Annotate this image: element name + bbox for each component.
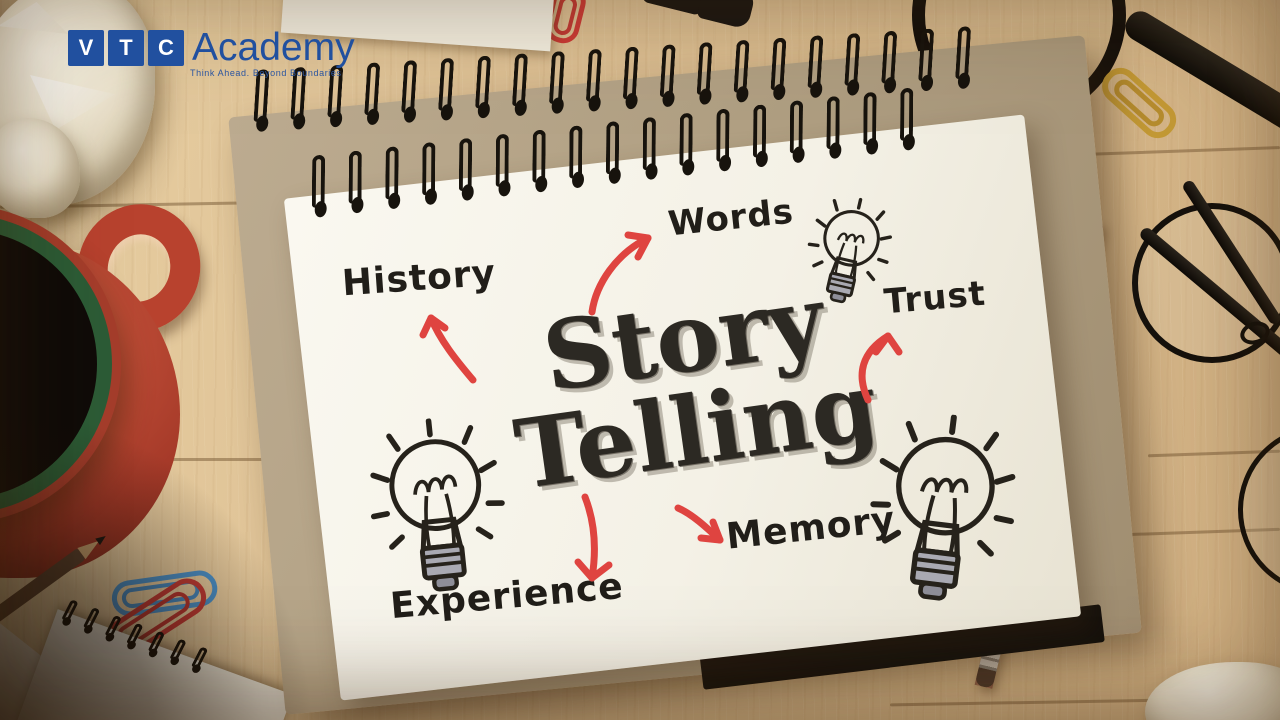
spiral-coil [532,129,546,184]
logo-letter-block: V [68,30,104,66]
logo-wordmark: Academy [192,26,355,69]
spiral-coil [364,62,381,116]
spiral-coil [679,112,693,167]
spiral-coil [881,30,898,84]
spiral-coil [605,120,620,175]
spiral-coil [311,154,326,209]
spiral-coil [438,57,455,111]
spiral-coil [789,99,804,154]
lightbulb-icon [359,411,518,611]
spiral-coil [622,46,639,100]
vtc-academy-logo: V T C Academy Think Ahead. Beyond Bounda… [68,26,355,78]
spiral-coil [348,150,362,205]
spiral-coil [458,137,473,192]
logo-letter-block: T [108,30,144,66]
spiral-coil [585,48,602,102]
spiral-coil [104,614,123,638]
spiral-coil [401,60,418,114]
spiral-coil [642,116,657,171]
spiral-coil [169,638,187,662]
spiral-coil [770,37,787,91]
spiral-coil [918,28,935,82]
spiral-coil [863,91,877,146]
spiral-coil [126,622,144,646]
spiral-coil [659,44,676,98]
lightbulb-icon [854,405,1029,622]
spiral-coil [548,50,566,105]
logo-tagline: Think Ahead. Beyond Boundaries [190,68,342,78]
spiral-coil [495,133,509,188]
spiral-coil [733,39,750,93]
logo-letter-block: C [148,30,184,66]
spiral-coil [807,35,824,89]
spiral-coil [696,41,713,96]
spiral-coil [511,53,529,107]
spiral-coil [826,95,840,150]
spiral-coil [147,630,166,654]
spiral-coil [955,26,972,80]
spiral-coil [385,145,399,200]
spiral-coil [569,125,583,179]
spiral-coil [752,104,767,158]
paper-facet [0,2,68,34]
spiral-coil [716,108,730,163]
spiral-coil [899,87,914,142]
spiral-coil [422,141,436,196]
spiral-coil [82,607,101,630]
spiral-coil [844,32,861,87]
spiral-coil [474,55,492,109]
